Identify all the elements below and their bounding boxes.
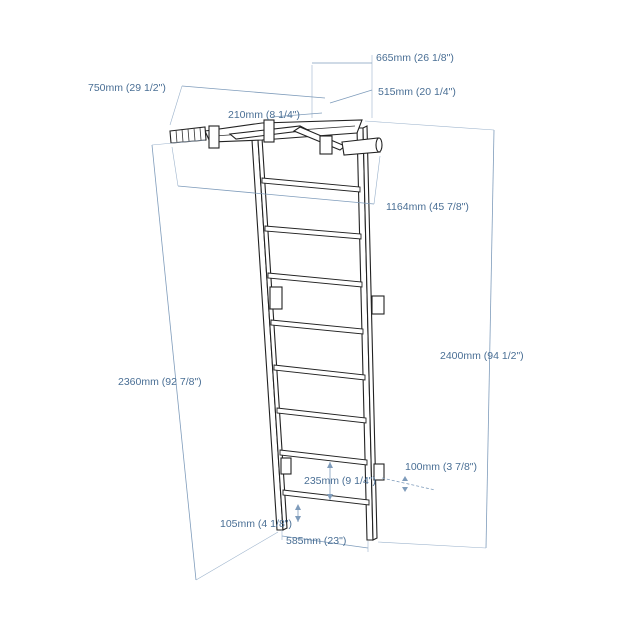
left-grip-ring-4 [193,127,196,142]
label-bar-length: 750mm (29 1/2") [88,82,166,94]
rung-1 [261,177,361,193]
dim-1164-ext-right [373,155,381,205]
dim-100-arrow-a [402,476,408,481]
left-mount-plate [208,125,220,149]
dim-2400-line [485,129,495,549]
label-bottom-clearance: 105mm (4 1/8") [220,518,292,530]
ladder-frame [251,125,385,541]
left-rail [251,139,284,531]
right-wall-bracket [371,295,385,315]
dim-235-arrow-top [327,462,333,468]
right-grip [341,137,381,156]
label-bar-grip-gap: 210mm (8 1/4") [228,109,300,121]
dimension-labels: 665mm (26 1/8") 515mm (20 1/4") 750mm (2… [88,52,524,547]
dim-235-arrow-bottom [327,494,333,500]
label-bar-total-width: 1164mm (45 7/8") [386,201,469,213]
dim-105-arrow-top [295,504,301,510]
right-rail-side [362,125,378,541]
dim-2400-ext-top [364,120,495,131]
right-mount-plate [319,135,333,155]
left-wall-bracket [269,286,283,310]
label-wall-offset: 100mm (3 7/8") [405,461,477,473]
right-lower-bracket [373,463,385,481]
pull-up-bar [169,119,383,156]
rung-3 [267,272,363,288]
rung-8 [282,489,370,506]
rung-7 [279,449,368,466]
label-total-height: 2400mm (94 1/2") [440,350,524,362]
dim-2360-ext-bottom [195,531,279,581]
dim-210-line [271,112,323,118]
left-grip-ring-3 [187,128,190,142]
left-grip-ring-1 [175,129,178,144]
dim-100-line [381,477,436,491]
dim-100-arrow-b [402,487,408,492]
left-grip-ring-5 [199,127,202,141]
center-mount-plate [263,119,275,143]
rung-2 [264,225,362,240]
left-lower-bracket [280,457,292,475]
dim-2400-ext-bottom [377,541,487,549]
left-grip [169,126,207,144]
dim-1164-line [177,185,375,205]
label-depth-total: 665mm (26 1/8") [376,52,454,64]
right-grip-end [375,137,383,153]
dim-750-ext [169,85,183,126]
dim-750-line [181,85,326,99]
rung-6 [276,407,367,424]
dim-2360-ext-top [151,139,206,146]
label-depth-bar: 515mm (20 1/4") [378,86,456,98]
label-ladder-height: 2360mm (92 7/8") [118,376,202,388]
label-ladder-width: 585mm (23") [286,535,346,547]
left-grip-ring-2 [181,128,184,143]
dim-105-arrow-bottom [295,516,301,522]
dimension-lines [151,55,495,581]
rung-5 [273,364,366,381]
ladder-rungs [261,177,370,506]
dim-585-line [281,535,369,549]
dim-1164-ext-left [171,146,179,187]
dim-515-line [329,89,373,104]
rung-4 [270,319,364,335]
dim-2360-line [151,144,197,581]
label-rung-spacing: 235mm (9 1/4") [304,475,376,487]
